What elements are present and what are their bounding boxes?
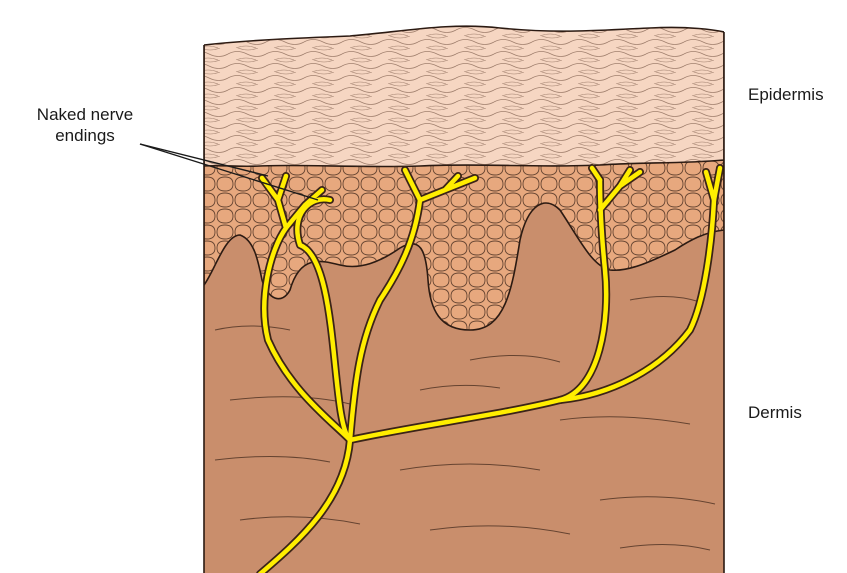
nerve-label-line-1: Naked nerve: [12, 104, 158, 125]
naked-nerve-endings-label: Naked nerve endings: [12, 104, 158, 146]
dermis-label: Dermis: [748, 402, 802, 423]
nerve-label-line-2: endings: [12, 125, 158, 146]
epidermis-label: Epidermis: [748, 84, 824, 105]
stratum-corneum-texture: [204, 26, 724, 166]
